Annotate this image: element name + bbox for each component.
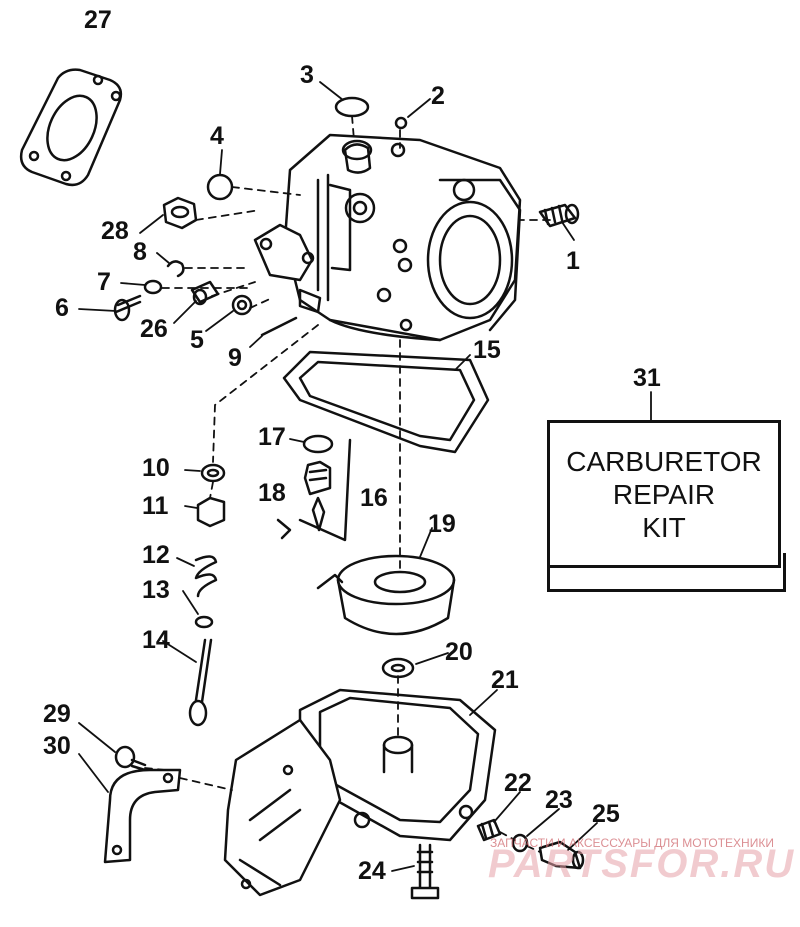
part-10-washer (200, 463, 226, 483)
label-part-1: 1 (566, 247, 580, 275)
label-part-29: 29 (43, 700, 71, 728)
part-4-ball (206, 173, 234, 201)
part-9-pin (260, 316, 298, 337)
mounting-bracket (223, 718, 342, 897)
watermark-brand: PARTSFOR.RU (488, 842, 796, 886)
label-part-19: 19 (428, 510, 456, 538)
part-25-fitting (538, 840, 585, 870)
label-part-22: 22 (504, 769, 532, 797)
part-8-clip (166, 260, 185, 278)
label-part-5: 5 (190, 326, 204, 354)
part-5-washer (231, 294, 253, 316)
part-21-float-bowl (298, 688, 497, 842)
part-7-washer (143, 279, 163, 295)
label-part-27: 27 (84, 6, 112, 34)
repair-kit-line-2: REPAIR (612, 479, 716, 510)
part-28-nut (162, 196, 198, 230)
label-part-31: 31 (633, 364, 661, 392)
label-part-14: 14 (142, 626, 170, 654)
part-17-washer (302, 434, 334, 454)
part-24-bolt (410, 843, 440, 900)
label-part-13: 13 (142, 576, 170, 604)
part-14-needle (188, 638, 213, 727)
label-part-10: 10 (142, 454, 170, 482)
label-part-7: 7 (97, 268, 111, 296)
leader-lines (78, 81, 652, 872)
label-part-11: 11 (142, 492, 169, 520)
label-part-4: 4 (210, 122, 224, 150)
label-part-18: 18 (258, 479, 286, 507)
part-13-ring (194, 615, 214, 629)
part-16-group (276, 434, 352, 542)
label-part-21: 21 (491, 666, 519, 694)
label-part-3: 3 (300, 61, 314, 89)
label-part-2: 2 (431, 82, 445, 110)
label-part-28: 28 (101, 217, 129, 245)
repair-kit-line-3: KIT (642, 512, 686, 543)
part-15-gasket (282, 350, 490, 454)
repair-kit-label: CARBURETOR REPAIR KIT (547, 445, 781, 544)
part-6-screw (113, 294, 142, 322)
label-part-26: 26 (140, 315, 168, 343)
label-part-30: 30 (43, 732, 71, 760)
label-part-16: 16 (360, 484, 388, 512)
repair-kit-box (547, 420, 781, 568)
part-2-ball (394, 116, 408, 130)
label-part-15: 15 (473, 336, 501, 364)
part-30-clamp (103, 768, 182, 864)
repair-kit-line-1: CARBURETOR (566, 446, 762, 477)
part-11-nut (196, 496, 226, 528)
watermark-tagline: ЗАПЧАСТИ И АКСЕССУАРЫ ДЛЯ МОТОТЕХНИКИ (490, 836, 774, 850)
part-22-jet (476, 818, 502, 842)
label-part-17: 17 (258, 423, 286, 451)
part-23-washer (511, 833, 529, 853)
label-part-25: 25 (592, 800, 620, 828)
part-12-spring (194, 555, 218, 598)
part-29-screw (114, 745, 147, 772)
label-part-9: 9 (228, 344, 242, 372)
label-part-23: 23 (545, 786, 573, 814)
label-part-12: 12 (142, 541, 170, 569)
label-part-6: 6 (55, 294, 69, 322)
label-part-24: 24 (358, 857, 386, 885)
part-27-gasket (19, 68, 123, 187)
carburetor-body (253, 133, 522, 342)
part-1-screw (538, 203, 580, 228)
assembly-dashes (144, 115, 551, 853)
label-part-8: 8 (133, 238, 147, 266)
part-20-washer (381, 657, 415, 679)
label-part-20: 20 (445, 638, 473, 666)
part-3-plug (334, 96, 370, 118)
part-19-float (316, 554, 456, 636)
